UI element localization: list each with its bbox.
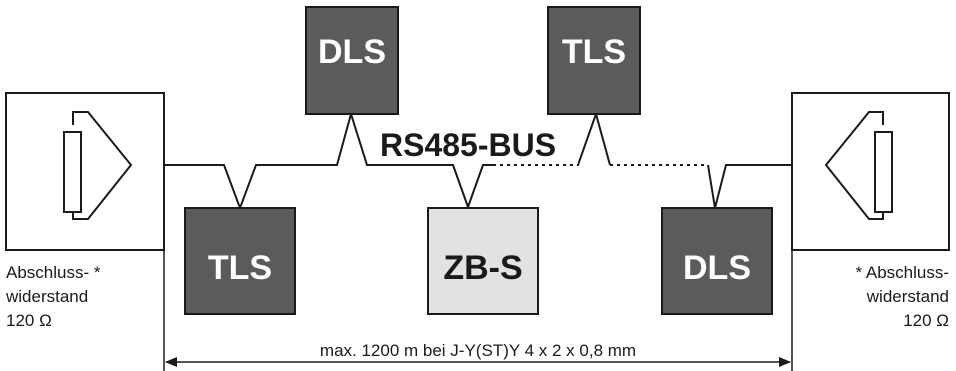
device-bottom-left-label: TLS [208, 249, 272, 287]
device-bottom-right-label: DLS [683, 249, 751, 287]
termination-box-left [5, 92, 165, 251]
resistor-icon-right [874, 131, 893, 213]
device-top-left-label: DLS [318, 33, 386, 71]
termination-note-right: * Abschluss- widerstand 120 Ω [855, 263, 949, 330]
bus-line-right [707, 164, 792, 209]
cable-length-note: max. 1200 m bei J-Y(ST)Y 4 x 2 x 0,8 mm [320, 341, 636, 360]
device-bottom-left: TLS [184, 207, 296, 315]
termination-note-left: Abschluss- * widerstand 120 Ω [5, 263, 101, 330]
device-bottom-center-label: ZB-S [443, 249, 522, 287]
termination-note-right-line1: * Abschluss- [855, 263, 949, 282]
termination-note-left-line1: Abschluss- * [6, 263, 101, 282]
resistor-icon-left [63, 131, 82, 213]
termination-note-right-line2: widerstand [866, 287, 949, 306]
termination-note-right-line3: 120 Ω [903, 311, 949, 330]
termination-box-right [791, 92, 950, 251]
termination-note-left-line3: 120 Ω [6, 311, 52, 330]
device-top-right-label: TLS [562, 33, 626, 71]
termination-wire-left [72, 111, 133, 220]
dimension-line: max. 1200 m bei J-Y(ST)Y 4 x 2 x 0,8 mm [163, 250, 793, 371]
termination-note-left-line2: widerstand [5, 287, 88, 306]
device-bottom-right: DLS [661, 207, 773, 315]
device-top-left: DLS [305, 6, 399, 115]
bus-label: RS485-BUS [380, 127, 556, 163]
termination-wire-right [824, 111, 884, 220]
device-bottom-center: ZB-S [427, 207, 539, 315]
device-top-right: TLS [547, 6, 641, 115]
